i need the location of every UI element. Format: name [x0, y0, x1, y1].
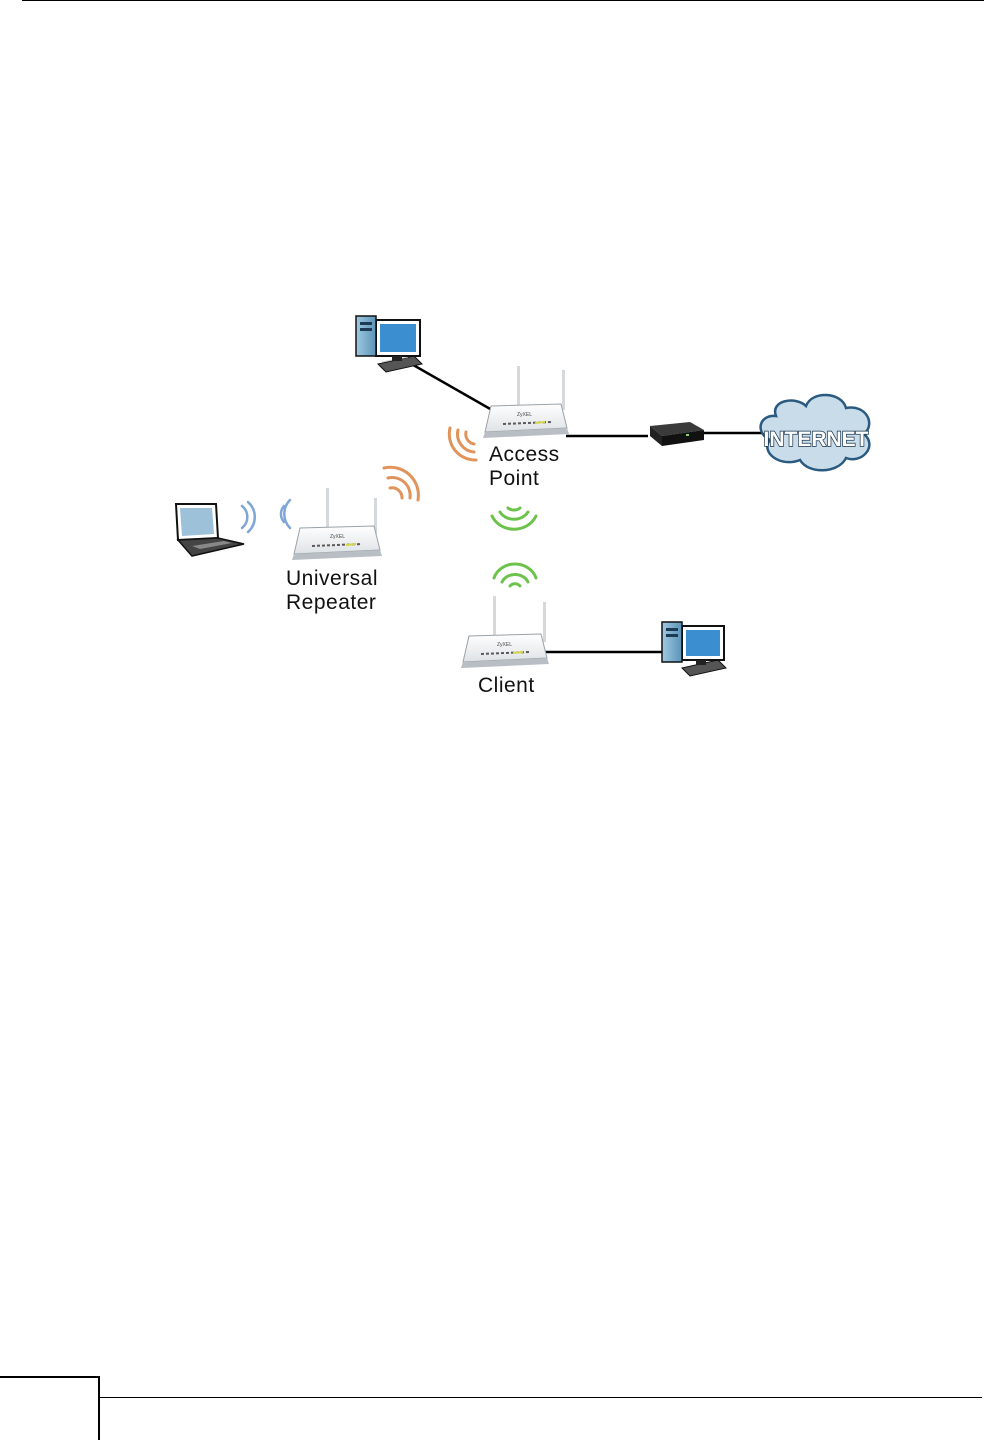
- svg-text:ZyXEL: ZyXEL: [497, 642, 512, 648]
- footer-rule: [100, 1397, 982, 1398]
- universal-repeater-label-line1: Universal: [286, 567, 379, 590]
- wireless-signal-repeater-right-icon: [382, 465, 420, 502]
- wireless-signal-ap-left-icon: [447, 426, 478, 462]
- universal-repeater-label-line2: Repeater: [286, 591, 377, 614]
- wireless-signal-client-up-icon: [492, 562, 538, 588]
- wireless-signal-ap-down-icon: [490, 506, 538, 531]
- client-label: Client: [478, 674, 535, 697]
- wired-links: [407, 360, 768, 654]
- universal-repeater-router-icon: ZyXEL: [292, 488, 382, 560]
- svg-text:ZyXEL: ZyXEL: [517, 412, 532, 418]
- modem-icon: [650, 422, 704, 446]
- svg-text:ZyXEL: ZyXEL: [330, 534, 345, 540]
- link-pc-to-access-point: [407, 360, 493, 412]
- header-rule: [22, 0, 984, 1]
- internet-cloud-icon: INTERNET: [759, 393, 871, 472]
- laptop-icon: [174, 503, 245, 557]
- wireless-signal-laptop-icon: [240, 498, 292, 534]
- access-point-router-icon: ZyXEL: [483, 366, 569, 438]
- client-router-icon: ZyXEL: [461, 596, 549, 668]
- client-desktop-computer-icon: [661, 621, 727, 677]
- access-point-label: Access Point: [489, 443, 560, 491]
- access-point-label-line2: Point: [489, 467, 540, 490]
- page-number-box: [0, 1376, 100, 1440]
- access-point-label-line1: Access: [489, 443, 560, 466]
- desktop-computer-icon: [355, 315, 423, 373]
- internet-label: INTERNET: [764, 428, 869, 451]
- universal-repeater-label: Universal Repeater: [286, 567, 378, 615]
